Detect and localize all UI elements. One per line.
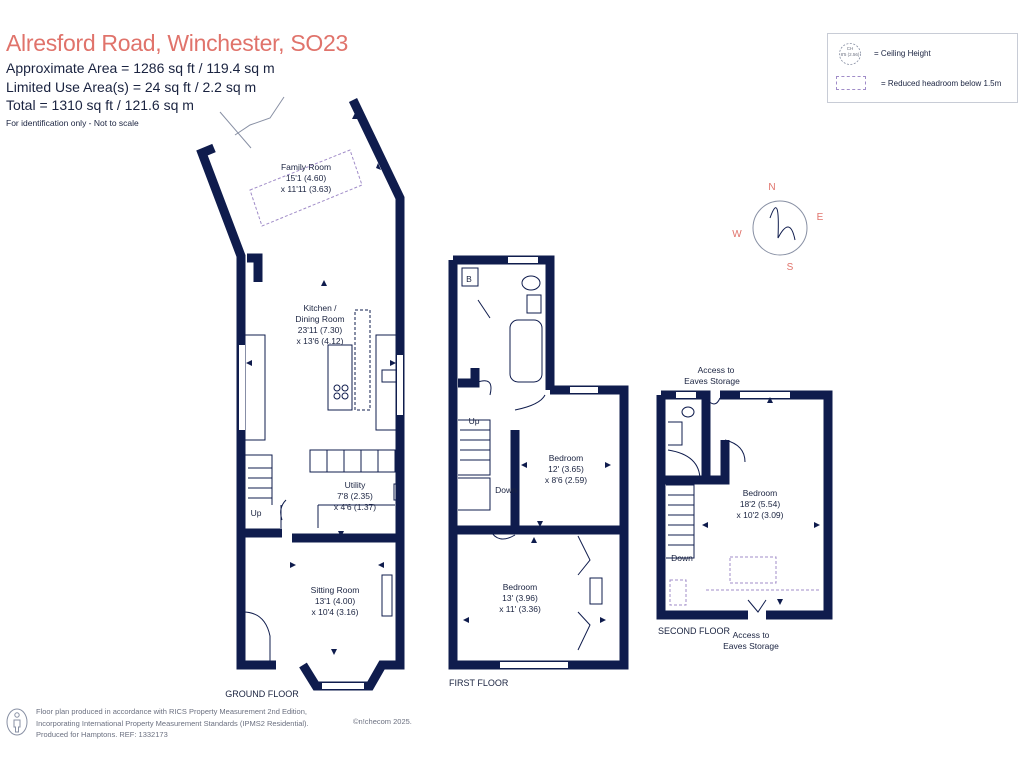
bedroom-front-name: Bedroom xyxy=(503,582,538,592)
compass-circle xyxy=(752,200,808,256)
utility-dim1: 7'8 (2.35) xyxy=(337,491,373,501)
boiler-label: B xyxy=(466,274,472,284)
eaves-top-line1: Access to xyxy=(698,365,735,375)
footer-line3: Produced for Hamptons. REF: 1332173 xyxy=(36,730,168,739)
compass-logo xyxy=(769,207,796,241)
sitting-room-name: Sitting Room xyxy=(311,585,360,595)
family-room-name: Family Room xyxy=(281,162,331,172)
up-label-ground: Up xyxy=(251,508,262,518)
bedroom-top-dim1: 18'2 (5.54) xyxy=(740,499,781,509)
ceiling-height-icon xyxy=(839,43,861,65)
compass-w: W xyxy=(732,229,742,240)
bedroom-small-dim1: 12' (3.65) xyxy=(548,464,584,474)
bedroom-small-name: Bedroom xyxy=(549,453,584,463)
utility-dim2: x 4'6 (1.37) xyxy=(334,502,376,512)
legend: CH 8'5 (2.56) = Ceiling Height = Reduced… xyxy=(827,33,1018,103)
family-room-dim1: 15'1 (4.60) xyxy=(286,173,327,183)
dimension-arrows xyxy=(246,113,820,655)
bedroom-small-dim2: x 8'6 (2.59) xyxy=(545,475,587,485)
ground-floor-walls xyxy=(196,98,405,691)
limited-area: Limited Use Area(s) = 24 sq ft / 2.2 sq … xyxy=(6,79,257,95)
up-label-first: Up xyxy=(469,416,480,426)
approx-area: Approximate Area = 1286 sq ft / 119.4 sq… xyxy=(6,60,275,76)
footer-notes: Floor plan produced in accordance with R… xyxy=(36,706,309,741)
kitchen-dim1: 23'11 (7.30) xyxy=(298,325,343,335)
bedroom-top-dim2: x 10'2 (3.09) xyxy=(737,510,784,520)
ground-floor-windows xyxy=(239,345,403,689)
ground-floor-label: GROUND FLOOR xyxy=(225,689,299,699)
first-floor-windows xyxy=(500,257,598,668)
property-title: Alresford Road, Winchester, SO23 xyxy=(6,30,348,56)
reduced-headroom-icon xyxy=(836,76,866,90)
eaves-top-line2: Eaves Storage xyxy=(684,376,740,386)
brand-credit: ©n!checom 2025. xyxy=(353,717,412,726)
down-label-second: Down xyxy=(671,553,693,563)
person-icon xyxy=(6,708,28,736)
second-floor-label: SECOND FLOOR xyxy=(658,626,731,636)
total-area: Total = 1310 sq ft / 121.6 sq m xyxy=(6,97,194,113)
kitchen-name2: Dining Room xyxy=(295,314,344,324)
first-floor-interior xyxy=(458,267,603,651)
footer-line1: Floor plan produced in accordance with R… xyxy=(36,707,307,716)
footer-line2: Incorporating International Property Mea… xyxy=(36,718,309,728)
compass-e: E xyxy=(817,212,824,223)
down-label-first: Down xyxy=(495,485,517,495)
compass-n: N xyxy=(768,182,775,193)
bedroom-front-dim1: 13' (3.96) xyxy=(502,593,538,603)
sitting-room-dim2: x 10'4 (3.16) xyxy=(312,607,359,617)
kitchen-dim2: x 13'6 (4.12) xyxy=(297,336,344,346)
compass-s: S xyxy=(787,262,794,273)
kitchen-name1: Kitchen / xyxy=(303,303,337,313)
ground-floor-interior xyxy=(219,96,403,667)
ceiling-symbol-bottom: 8'5 (2.56) xyxy=(840,52,860,57)
family-room-dim2: x 11'11 (3.63) xyxy=(281,184,332,194)
first-floor-label: FIRST FLOOR xyxy=(449,678,509,688)
reduced-headroom-label: = Reduced headroom below 1.5m xyxy=(881,79,1002,88)
utility-name: Utility xyxy=(345,480,367,490)
bedroom-top-name: Bedroom xyxy=(743,488,778,498)
ceiling-symbol-top: CH xyxy=(846,46,854,51)
bedroom-front-dim2: x 11' (3.36) xyxy=(499,604,541,614)
eaves-bottom-line1: Access to xyxy=(733,630,770,640)
identification-note: For identification only - Not to scale xyxy=(6,118,139,128)
compass xyxy=(752,200,808,256)
ceiling-height-label: = Ceiling Height xyxy=(874,49,931,58)
second-floor-interior xyxy=(666,397,820,613)
sitting-room-dim1: 13'1 (4.00) xyxy=(315,596,356,606)
eaves-bottom-line2: Eaves Storage xyxy=(723,641,779,651)
